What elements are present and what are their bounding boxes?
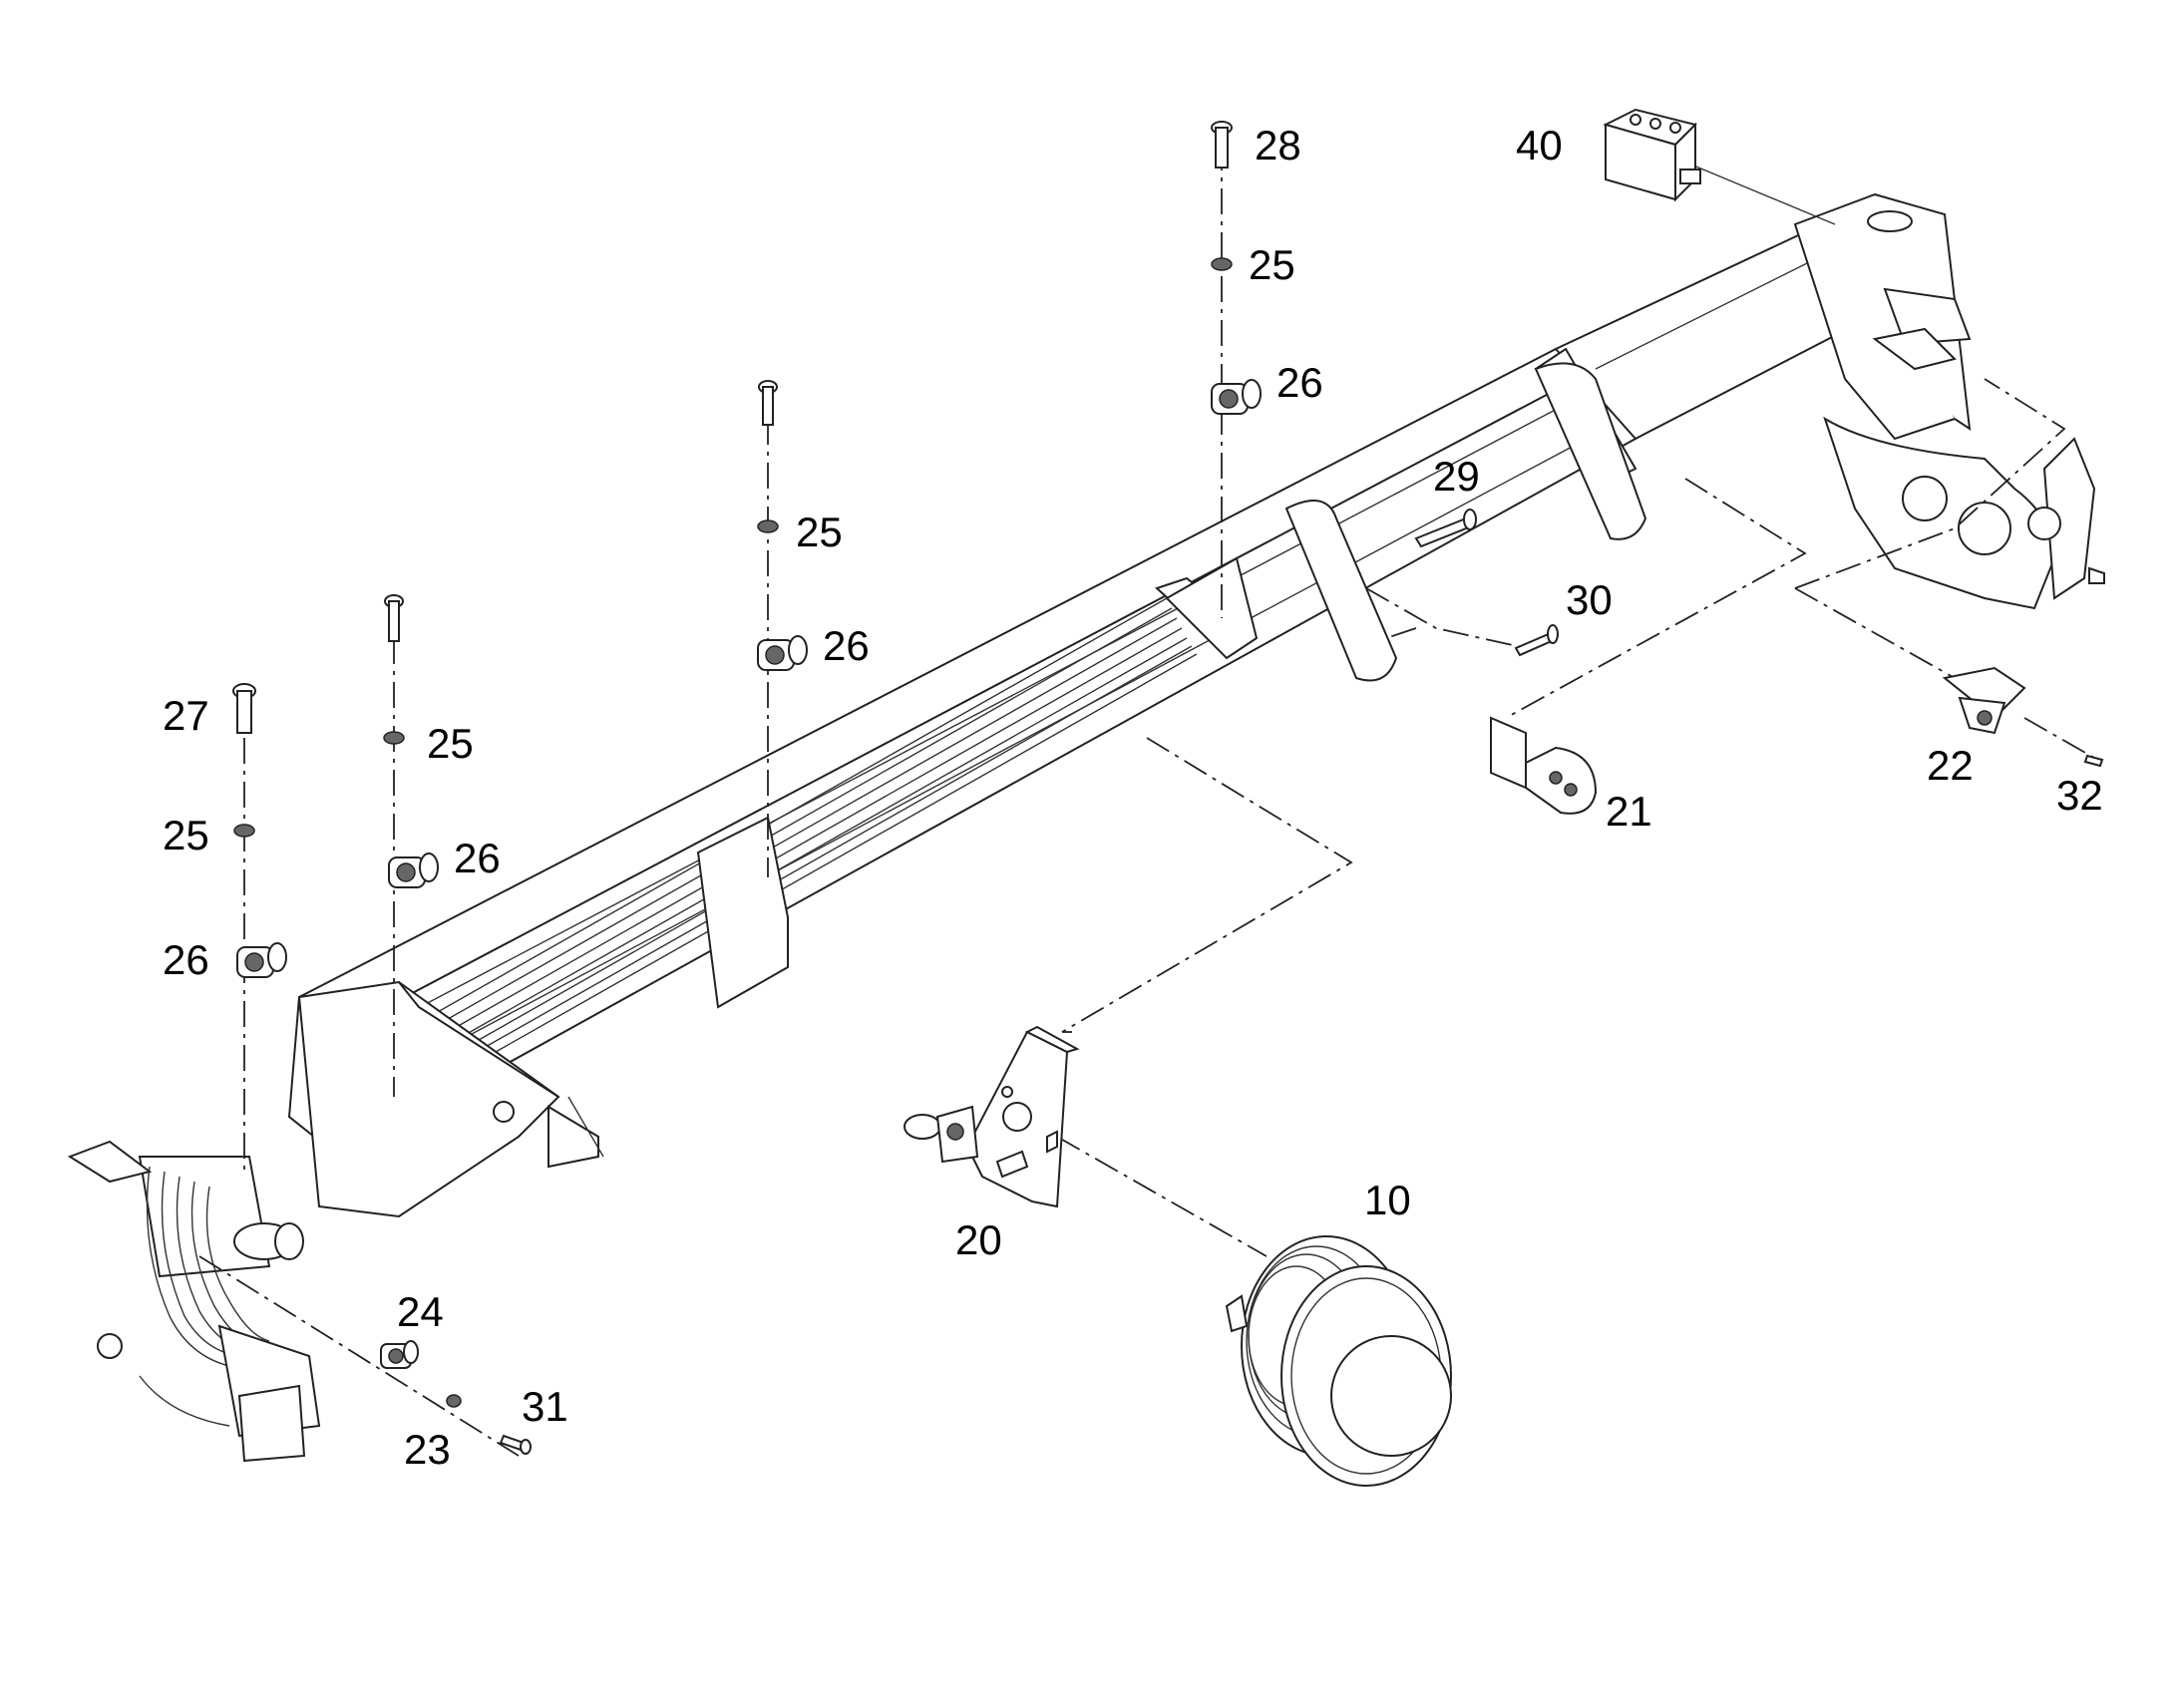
bracket-21 — [1490, 716, 1598, 815]
clamp-26-far-left — [236, 942, 287, 978]
callout-25-left: 25 — [427, 720, 474, 767]
callout-25-top: 25 — [1249, 241, 1295, 288]
screw-30 — [1514, 624, 1559, 657]
clamp-26-center — [757, 635, 808, 671]
callout-29: 29 — [1433, 453, 1480, 500]
callout-40: 40 — [1516, 122, 1563, 169]
callout-20: 20 — [955, 1216, 1002, 1263]
callout-10: 10 — [1364, 1177, 1411, 1223]
washer-25-top — [1211, 257, 1233, 271]
callout-23: 23 — [404, 1426, 451, 1473]
callout-26-left: 26 — [454, 835, 501, 881]
washer-23 — [446, 1394, 462, 1408]
bolt-center — [758, 380, 778, 426]
callout-25-center: 25 — [796, 509, 843, 555]
callout-27: 27 — [163, 692, 209, 739]
screw-31 — [499, 1434, 532, 1455]
callout-25-far-left: 25 — [163, 812, 209, 858]
switch-22 — [1942, 666, 2026, 735]
callout-26-far-left: 26 — [163, 936, 209, 983]
bolt-left — [384, 594, 404, 642]
bolt-27 — [232, 683, 256, 734]
clamp-26-left — [388, 853, 439, 888]
clamp-26-top — [1211, 379, 1262, 415]
clamp-24 — [380, 1340, 419, 1369]
callout-26-top: 26 — [1276, 359, 1323, 406]
screw-32 — [2083, 754, 2104, 768]
callout-31: 31 — [522, 1383, 568, 1430]
cable-drum-10 — [1225, 1235, 1452, 1487]
washer-25-left — [383, 731, 405, 745]
boom-nose — [67, 1140, 321, 1463]
washer-25-far-left — [233, 824, 255, 838]
mounting-plate-20 — [904, 1025, 1080, 1208]
telescopic-boom — [67, 192, 2105, 1463]
boom-base — [1793, 192, 2105, 610]
callout-labels: 28 40 25 26 29 25 30 26 27 25 22 32 21 2… — [163, 122, 2103, 1473]
callout-30: 30 — [1566, 576, 1613, 623]
callout-24: 24 — [397, 1288, 444, 1335]
callout-26-center: 26 — [823, 622, 870, 669]
callout-22: 22 — [1927, 742, 1974, 789]
callout-32: 32 — [2056, 772, 2103, 819]
bolt-28 — [1211, 121, 1233, 169]
screw-29 — [1414, 509, 1477, 548]
valve-block-40 — [1603, 108, 1701, 202]
callout-21: 21 — [1606, 788, 1652, 835]
callout-28: 28 — [1255, 122, 1301, 169]
washer-25-center — [757, 519, 779, 533]
hose-bundle — [428, 597, 1198, 1074]
